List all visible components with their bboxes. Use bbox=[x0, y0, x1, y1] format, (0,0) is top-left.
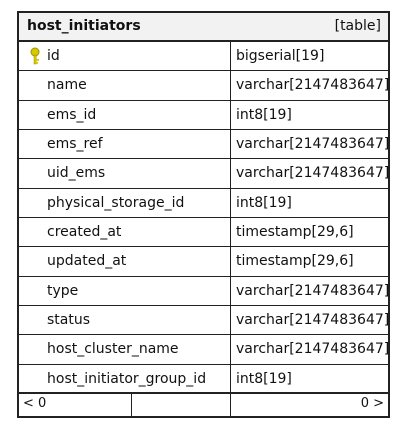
column-name-cell: updated_at bbox=[19, 247, 231, 276]
key-icon-shaft bbox=[33, 54, 37, 65]
footer-right-cell: 0 > bbox=[231, 393, 388, 416]
footer-left-label: < 0 bbox=[23, 396, 47, 411]
column-name: ems_ref bbox=[47, 135, 103, 152]
column-name-cell: host_initiator_group_id bbox=[19, 364, 231, 393]
column-name: uid_ems bbox=[47, 165, 106, 182]
column-type: varchar[2147483647] bbox=[236, 311, 390, 328]
table-row: created_at timestamp[29,6] bbox=[19, 217, 388, 248]
footer-middle-cell bbox=[132, 393, 231, 416]
table-row: name varchar[2147483647] bbox=[19, 71, 390, 101]
table-row: ems_id int8[19] bbox=[19, 100, 388, 130]
key-icon-tooth-1 bbox=[36, 59, 39, 61]
column-type: timestamp[29,6] bbox=[236, 223, 354, 240]
column-name-cell: id bbox=[19, 42, 231, 71]
column-type: varchar[2147483647] bbox=[236, 77, 390, 94]
table-name: host_initiators bbox=[27, 18, 141, 34]
key-icon bbox=[30, 47, 40, 65]
column-name-cell: physical_storage_id bbox=[19, 188, 231, 217]
table-row: type varchar[2147483647] bbox=[19, 276, 390, 306]
table-row: id bigserial[19] bbox=[19, 42, 388, 72]
column-name-cell: status bbox=[19, 305, 231, 335]
column-name-cell: type bbox=[19, 276, 231, 305]
key-icon-tooth-2 bbox=[36, 62, 38, 64]
column-name-cell: ems_ref bbox=[19, 129, 231, 159]
column-type: int8[19] bbox=[236, 194, 292, 211]
column-name-cell: name bbox=[19, 71, 231, 100]
column-type: varchar[2147483647] bbox=[236, 135, 390, 152]
column-name: name bbox=[47, 77, 87, 94]
column-type: int8[19] bbox=[236, 370, 292, 387]
footer-left-cell: < 0 bbox=[19, 393, 132, 416]
column-name: physical_storage_id bbox=[47, 194, 185, 211]
table-row: physical_storage_id int8[19] bbox=[19, 188, 388, 218]
column-name-cell: host_cluster_name bbox=[19, 335, 231, 364]
column-list: id bigserial[19] name varchar[2147483647… bbox=[19, 42, 390, 394]
column-name: host_initiator_group_id bbox=[47, 370, 207, 387]
column-name: type bbox=[47, 282, 79, 299]
column-type: bigserial[19] bbox=[236, 48, 325, 64]
column-type: varchar[2147483647] bbox=[236, 341, 390, 358]
database-table-card: host_initiators [table] id bigserial[19]… bbox=[17, 11, 390, 418]
table-row: updated_at timestamp[29,6] bbox=[19, 247, 388, 277]
table-title-bar: host_initiators [table] bbox=[19, 13, 388, 42]
column-name: status bbox=[47, 311, 91, 328]
table-row: uid_ems varchar[2147483647] bbox=[19, 159, 390, 189]
table-type-label: [table] bbox=[334, 18, 381, 34]
column-type: timestamp[29,6] bbox=[236, 253, 354, 270]
column-type: int8[19] bbox=[236, 106, 292, 123]
column-name-cell: uid_ems bbox=[19, 159, 231, 188]
table-row: host_cluster_name varchar[2147483647] bbox=[19, 335, 390, 365]
column-name: created_at bbox=[47, 223, 122, 240]
column-name-cell: created_at bbox=[19, 217, 231, 247]
column-name: ems_id bbox=[47, 106, 97, 123]
table-row: status varchar[2147483647] bbox=[19, 305, 390, 336]
table-row: host_initiator_group_id int8[19] bbox=[19, 364, 388, 394]
column-name: id bbox=[47, 48, 60, 64]
column-type: varchar[2147483647] bbox=[236, 282, 390, 299]
column-name: host_cluster_name bbox=[47, 341, 179, 358]
column-type: varchar[2147483647] bbox=[236, 165, 390, 182]
column-name-cell: ems_id bbox=[19, 100, 231, 129]
footer-right-label: 0 > bbox=[360, 396, 384, 411]
column-name: updated_at bbox=[47, 253, 127, 270]
table-footer: < 0 0 > bbox=[19, 392, 388, 416]
table-row: ems_ref varchar[2147483647] bbox=[19, 129, 390, 160]
